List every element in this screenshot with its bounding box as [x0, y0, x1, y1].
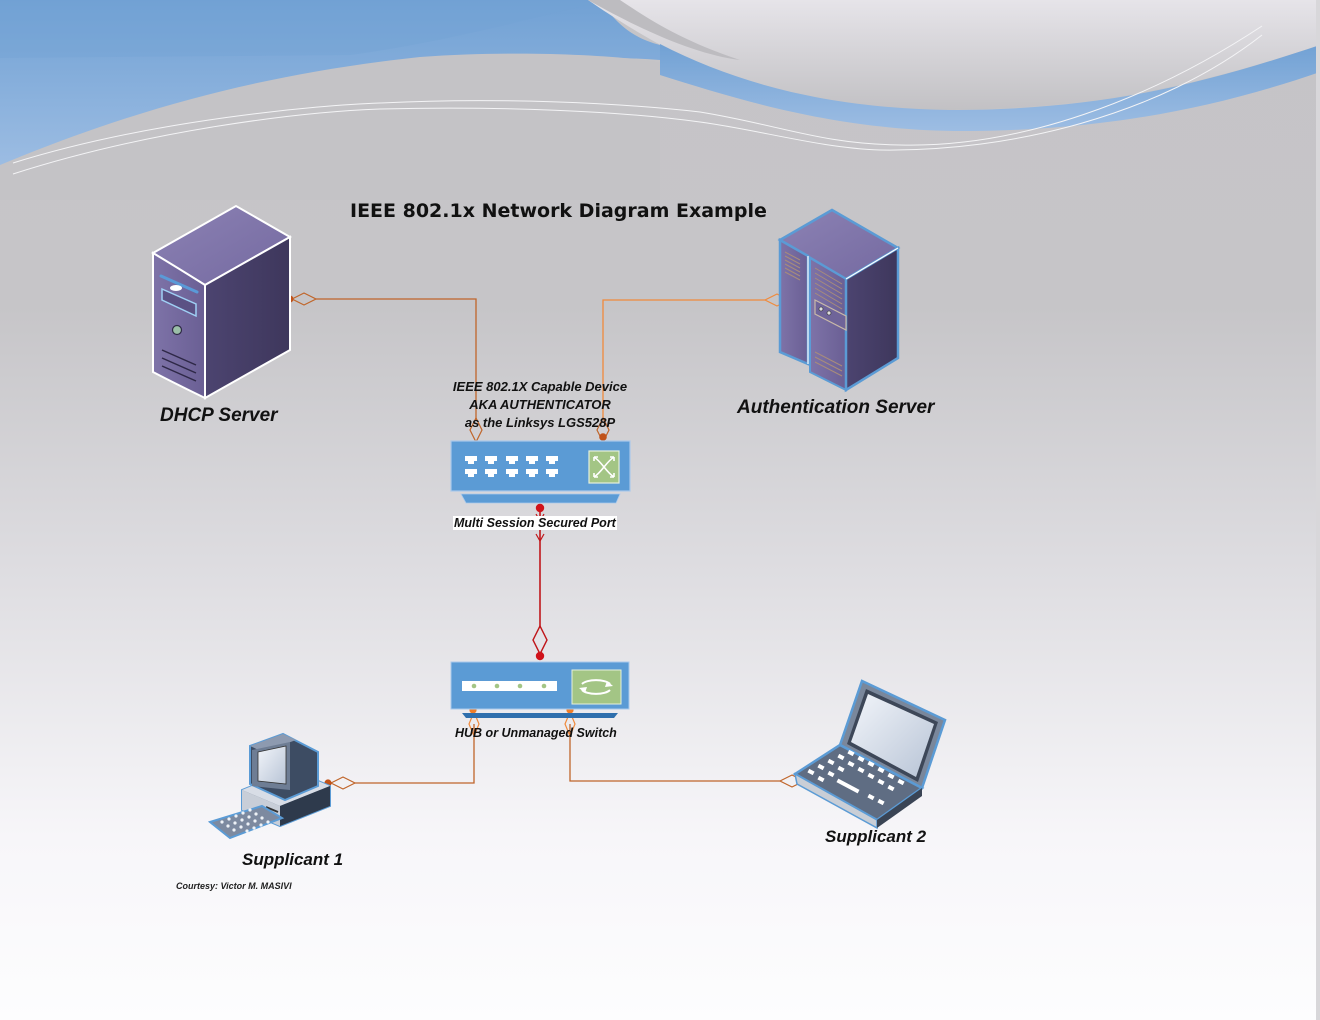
- laptop-icon[interactable]: [792, 679, 947, 830]
- managed-switch-icon[interactable]: [450, 440, 631, 504]
- tower-server-icon[interactable]: [151, 204, 293, 400]
- hub-label: HUB or Unmanaged Switch: [455, 726, 617, 740]
- supplicant2-label: Supplicant 2: [825, 827, 927, 846]
- diagram-title: IEEE 802.1x Network Diagram Example: [350, 200, 767, 222]
- courtesy-credit: Courtesy: Victor M. MASIVI: [176, 881, 292, 891]
- auth-server-label: Authentication Server: [737, 397, 935, 418]
- authenticator-label: IEEE 802.1X Capable Device AKA AUTHENTIC…: [430, 378, 650, 432]
- authenticator-label-line1: IEEE 802.1X Capable Device: [452, 379, 628, 394]
- authenticator-label-line2: AKA AUTHENTICATOR: [469, 397, 611, 412]
- hub-icon[interactable]: [450, 661, 630, 718]
- edge-hub-to-supplicant2: [564, 706, 810, 788]
- edge-hub-to-supplicant1: [324, 706, 480, 790]
- secured-port-label: Multi Session Secured Port: [453, 516, 617, 530]
- authenticator-label-line3: as the Linksys LGS528P: [464, 415, 616, 430]
- desktop-computer-icon[interactable]: [0, 732, 331, 840]
- switch-ports: [465, 456, 558, 477]
- supplicant1-label: Supplicant 1: [242, 850, 344, 869]
- rack-server-icon[interactable]: [777, 208, 901, 393]
- dhcp-server-label: DHCP Server: [160, 405, 278, 426]
